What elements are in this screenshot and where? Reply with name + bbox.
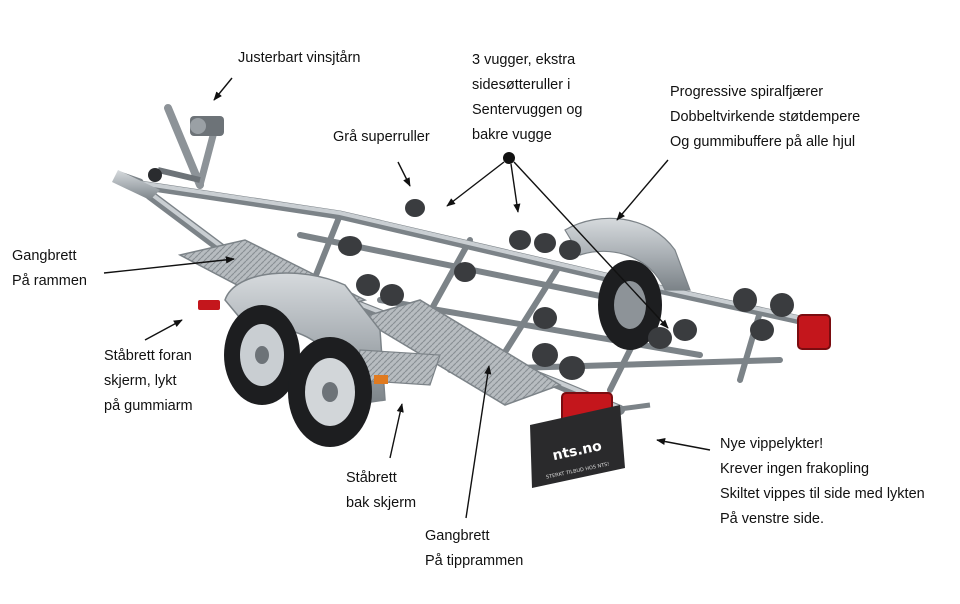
label-walkway-frame-line: På rammen	[12, 273, 87, 289]
label-cradles-line: sidesøtteruller i	[472, 77, 571, 93]
wheel-far	[564, 217, 691, 350]
label-springs-line: Og gummibuffere på alle hjul	[670, 134, 856, 150]
arrow-walkway-tilt	[465, 365, 492, 519]
label-winch-tower-line: Justerbart vinsjtårn	[238, 50, 361, 66]
walkway-tilt-plate	[358, 299, 562, 406]
arrow-rollers	[397, 161, 411, 187]
wheel-front	[224, 305, 300, 405]
arrow-cradles-left	[446, 161, 505, 207]
front-marker-light	[198, 300, 388, 384]
wheel-rear	[288, 337, 372, 447]
label-rear-step: Ståbrett bak skjerm	[346, 466, 416, 516]
rollers	[338, 199, 794, 380]
label-walkway-tilt-line: På tipprammen	[425, 553, 524, 569]
label-lights-line: På venstre side.	[720, 511, 824, 527]
label-cradles: 3 vugger, ekstra sidesøtteruller i Sente…	[472, 48, 582, 148]
label-rollers-line: Grå superruller	[333, 129, 430, 145]
label-front-step-line: Ståbrett foran	[104, 348, 192, 364]
label-front-step: Ståbrett foran skjerm, lykt på gummiarm	[104, 344, 193, 419]
arrow-rear-step	[389, 403, 404, 459]
arrow-cradles-mid	[510, 163, 521, 213]
label-walkway-frame-line: Gangbrett	[12, 248, 77, 264]
coupler	[112, 168, 162, 200]
label-cradles-line: 3 vugger, ekstra	[472, 52, 576, 68]
arrow-walkway-frame	[103, 256, 235, 274]
label-lights-line: Nye vippelykter!	[720, 436, 824, 452]
arrow-winch-tower	[213, 77, 233, 101]
label-lights-line: Skiltet vippes til side med lykten	[720, 486, 925, 502]
label-rear-step-line: bak skjerm	[346, 495, 417, 511]
label-walkway-tilt-line: Gangbrett	[425, 528, 490, 544]
arrow-lights	[656, 437, 711, 451]
winch-tower	[157, 104, 224, 189]
label-walkway-frame: Gangbrett På rammen	[12, 244, 87, 294]
cradles-pointer-dot	[503, 152, 515, 164]
label-springs-line: Progressive spiralfjærer	[670, 84, 824, 100]
arrow-front-step	[144, 319, 183, 341]
label-springs: Progressive spiralfjærer Dobbeltvirkende…	[670, 80, 860, 155]
label-lights-line: Krever ingen frakopling	[720, 461, 870, 477]
callout-arrows	[103, 77, 711, 519]
label-front-step-line: skjerm, lykt	[104, 373, 177, 389]
arrow-cradles-right	[513, 161, 669, 329]
arrow-springs	[616, 159, 669, 221]
label-front-step-line: på gummiarm	[104, 398, 193, 414]
label-winch-tower: Justerbart vinsjtårn	[238, 46, 361, 71]
mudflap: nts.no STERKT TILBUD HOS NTS!	[530, 405, 625, 488]
label-springs-line: Dobbeltvirkende støtdempere	[670, 109, 861, 125]
trailer-illustration: nts.no STERKT TILBUD HOS NTS!	[112, 104, 831, 488]
label-cradles-line: Sentervuggen og	[472, 102, 583, 118]
label-lights: Nye vippelykter! Krever ingen frakopling…	[720, 432, 925, 532]
label-rollers: Grå superruller	[333, 125, 430, 150]
label-rear-step-line: Ståbrett	[346, 470, 397, 486]
label-cradles-line: bakre vugge	[472, 127, 552, 143]
label-walkway-tilt: Gangbrett På tipprammen	[425, 524, 523, 574]
